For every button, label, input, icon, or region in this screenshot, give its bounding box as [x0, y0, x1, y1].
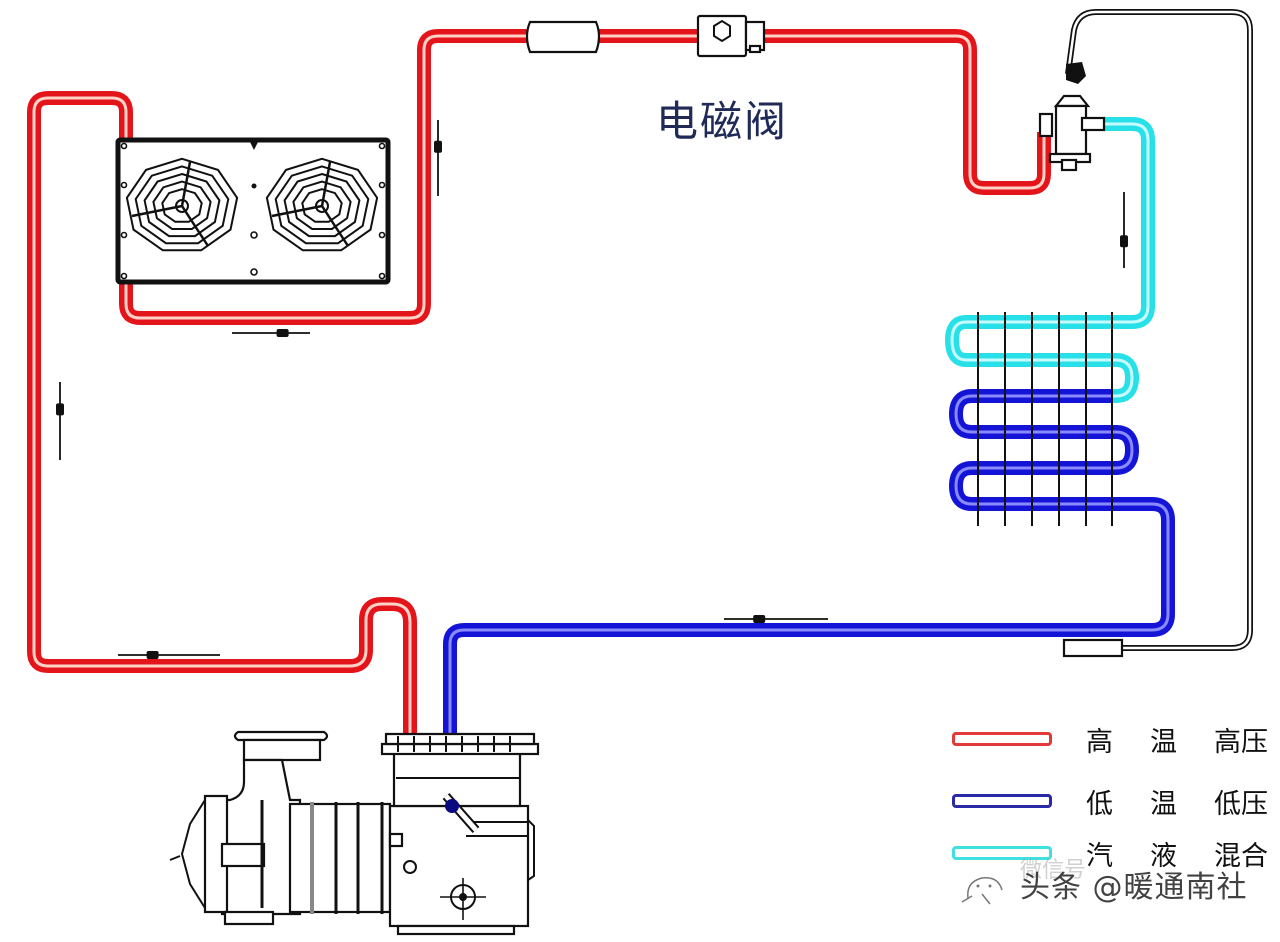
legend-word: 高: [1086, 727, 1113, 758]
fan-blade: [180, 205, 210, 247]
watermark-logo-icon: [961, 877, 1003, 905]
legend-word: 高压: [1214, 727, 1268, 758]
condenser-fan-left: [125, 157, 239, 252]
arrow-head: [276, 329, 289, 337]
solenoid-valve-label: 电磁阀: [656, 97, 789, 146]
low-pressure-pipes: [443, 389, 1175, 800]
fan-guard-ring: [274, 165, 370, 245]
flow-arrow-left: [724, 615, 828, 623]
fan-blade: [180, 161, 192, 207]
fan-guard-ring: [152, 180, 212, 230]
mix-pipes: [945, 117, 1155, 403]
legend-word: 液: [1150, 841, 1177, 872]
fan-guard-ring: [125, 157, 239, 252]
flow-arrow-up: [434, 120, 442, 196]
fan-guard-ring: [265, 157, 379, 252]
legend-item-high-pressure: 高 温 高压: [952, 722, 1268, 758]
legend-word: 混合: [1214, 841, 1268, 872]
legend-word: 低: [1086, 789, 1113, 820]
expansion-valve: [1038, 9, 1253, 658]
arrow-head: [1120, 235, 1128, 248]
legend-item-low-pressure: 低 温 低压: [952, 784, 1268, 820]
arrow-head: [56, 403, 64, 416]
fan-guard-ring: [143, 172, 221, 238]
fan-guard-ring: [161, 188, 203, 223]
legend-word: 汽: [1086, 841, 1113, 872]
arrow-head: [753, 615, 766, 623]
filter-drier: [525, 20, 601, 54]
flow-arrow-left: [118, 651, 220, 659]
fan-blade: [271, 204, 323, 218]
fan-guard-ring: [283, 172, 361, 238]
fan-blade: [320, 161, 332, 207]
legend-word: 低压: [1214, 789, 1268, 820]
fan-blade: [320, 205, 350, 247]
legend-swatch-blue: [952, 794, 1052, 808]
condenser: [115, 137, 391, 285]
flow-arrows: [56, 120, 1128, 659]
evaporator-fins: [977, 312, 1113, 526]
watermark: 头条 @暖通南社: [1020, 870, 1248, 905]
fan-guard-ring: [301, 188, 343, 223]
legend-swatch-red: [952, 732, 1052, 746]
legend-item-mix: 汽 液 混合: [952, 836, 1268, 872]
watermark-ghost-text: 微信号: [1020, 858, 1087, 883]
condenser-fan-right: [265, 157, 379, 252]
fan-blade: [131, 204, 183, 218]
arrow-head: [434, 140, 442, 153]
fan-guard-ring: [134, 165, 230, 245]
compressor: [169, 730, 540, 936]
legend-word: 温: [1150, 789, 1177, 820]
flow-arrow-down: [1120, 192, 1128, 268]
arrow-head: [146, 651, 159, 659]
evaporator-coil-and-suction-line: [443, 389, 1175, 800]
flow-arrow-up: [56, 382, 64, 460]
legend-swatch-cyan: [952, 846, 1052, 860]
solenoid-valve: [696, 14, 766, 58]
sensing-bulb: [1062, 638, 1124, 658]
legend-word: 温: [1150, 727, 1177, 758]
flow-arrow-right: [232, 329, 310, 337]
fan-guard-ring: [292, 180, 352, 230]
